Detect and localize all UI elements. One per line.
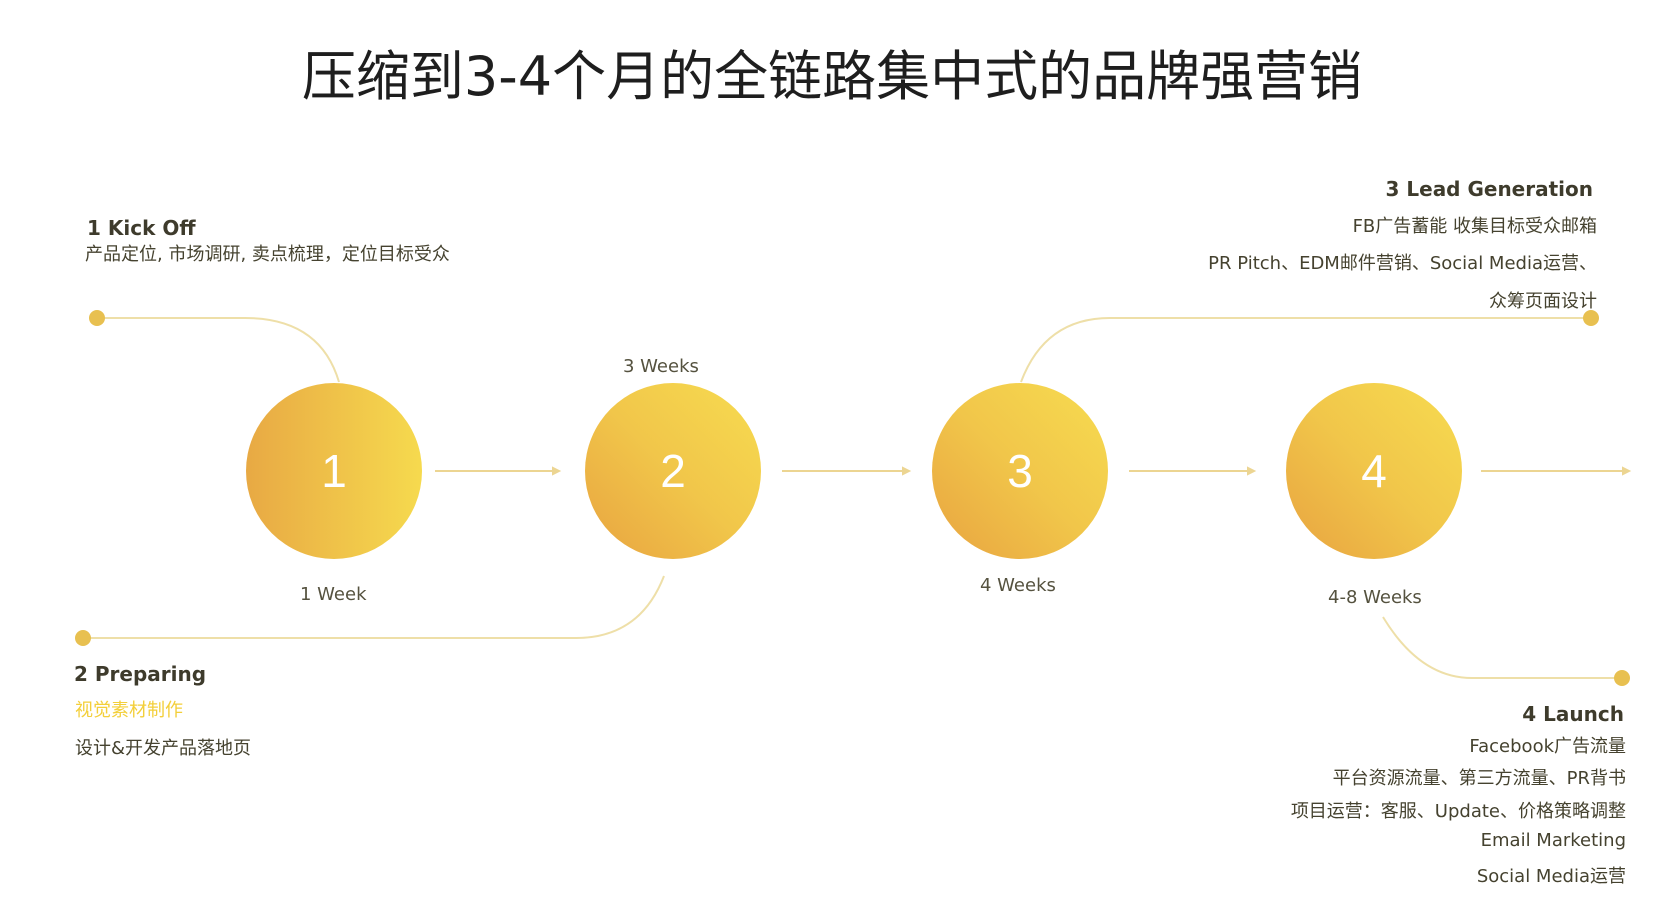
leadgen-text-2: PR Pitch、EDM邮件营销、Social Media运营、 — [1208, 253, 1597, 274]
preparing-connector — [83, 575, 665, 639]
page-title: 压缩到3-4个月的全链路集中式的品牌强营销 — [301, 45, 1363, 108]
kickoff-connector — [97, 317, 340, 383]
arrow-3-4 — [1129, 466, 1257, 476]
launch-text-3: 项目运营：客服、Update、价格策略调整 — [1290, 801, 1626, 822]
leadgen-text-1: FB广告蓄能 收集目标受众邮箱 — [1352, 216, 1597, 237]
step-circle-2: 2 — [585, 383, 761, 559]
step-circle-1: 1 — [246, 383, 422, 559]
kickoff-text: 产品定位, 市场调研, 卖点梳理，定位目标受众 — [85, 244, 450, 265]
leadgen-text-3: 众筹页面设计 — [1489, 291, 1597, 312]
step-circle-4: 4 — [1286, 383, 1462, 559]
kickoff-dot — [89, 310, 105, 326]
launch-text-4: Email Marketing — [1480, 830, 1626, 851]
preparing-heading: 2 Preparing — [74, 662, 207, 686]
arrow-2-3 — [782, 466, 912, 476]
arrow-1-2 — [435, 466, 562, 476]
preparing-highlight: 视觉素材制作 — [75, 700, 183, 721]
duration-step-4: 4-8 Weeks — [1328, 587, 1422, 608]
leadgen-heading: 3 Lead Generation — [1385, 177, 1594, 201]
launch-text-2: 平台资源流量、第三方流量、PR背书 — [1332, 768, 1626, 789]
launch-text-1: Facebook广告流量 — [1469, 736, 1626, 757]
leadgen-dot — [1583, 310, 1599, 326]
step-circle-3: 3 — [932, 383, 1108, 559]
launch-connector — [1382, 616, 1622, 679]
launch-text-5: Social Media运营 — [1476, 866, 1626, 887]
arrow-4-end — [1481, 466, 1632, 476]
duration-step-3: 4 Weeks — [980, 575, 1056, 596]
launch-heading: 4 Launch — [1522, 702, 1624, 726]
duration-step-1: 1 Week — [300, 584, 367, 605]
launch-dot — [1614, 670, 1630, 686]
preparing-dot — [75, 630, 91, 646]
kickoff-heading: 1 Kick Off — [87, 216, 196, 240]
duration-step-2: 3 Weeks — [623, 356, 699, 377]
leadgen-connector — [1020, 317, 1591, 383]
preparing-text: 设计&开发产品落地页 — [75, 738, 252, 759]
